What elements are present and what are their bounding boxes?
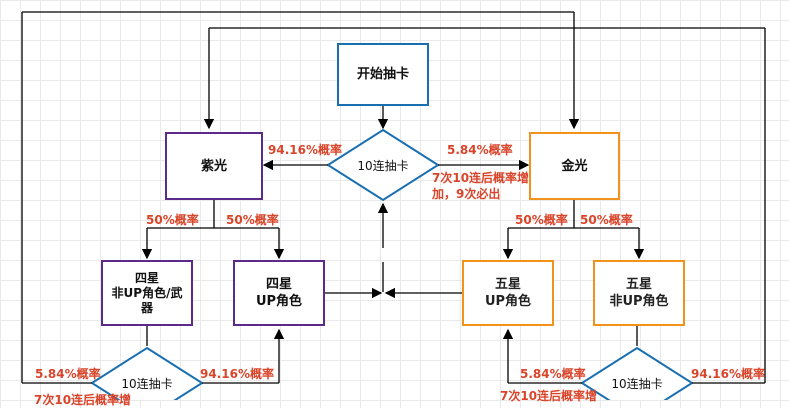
- four-star-up-label: 四星 UP角色: [255, 277, 303, 309]
- purple-light-label: 紫光: [200, 158, 227, 174]
- right-split-label-a: 50%概率: [515, 213, 568, 227]
- gold-light-node: 金光: [529, 132, 620, 200]
- purple-light-node: 紫光: [165, 132, 263, 200]
- bottom-left-note: 7次10连后概率增: [34, 393, 132, 407]
- purple-probability-label: 94.16%概率: [268, 143, 342, 157]
- diamond-bottom-left-label: 10连抽卡: [121, 377, 173, 391]
- four-star-off-label: 四星 非UP角色/武 器: [111, 270, 183, 315]
- gold-probability-label: 5.84%概率: [447, 143, 513, 157]
- diamond-bottom-right-label: 10连抽卡: [611, 377, 663, 391]
- start-node: 开始抽卡: [337, 43, 429, 106]
- diamond-bottom-left: [90, 346, 204, 400]
- five-star-off-node: 五星 非UP角色: [593, 260, 685, 326]
- five-star-up-label: 五星 UP角色: [484, 277, 532, 309]
- left-split-label-b: 50%概率: [226, 213, 279, 227]
- diamond-top-label: 10连抽卡: [357, 159, 409, 173]
- diamond-top: [326, 128, 440, 202]
- diamond-bottom-right: [580, 346, 694, 400]
- left-split-label-a: 50%概率: [146, 213, 199, 227]
- bottom-left-gold-label: 5.84%概率: [35, 367, 101, 381]
- gold-light-label: 金光: [561, 158, 588, 174]
- five-star-up-node: 五星 UP角色: [462, 260, 554, 326]
- bottom-right-note: 7次10连后概率增: [500, 389, 598, 403]
- start-node-label: 开始抽卡: [356, 67, 409, 82]
- four-star-off-node: 四星 非UP角色/武 器: [101, 260, 193, 326]
- five-star-off-label: 五星 非UP角色: [609, 277, 669, 309]
- gold-pity-note: 7次10连后概率增 加，9次必出: [432, 171, 530, 201]
- bottom-right-purple-label: 94.16%概率: [691, 367, 765, 381]
- right-split-label-b: 50%概率: [580, 213, 633, 227]
- bottom-right-gold-label: 5.84%概率: [520, 367, 586, 381]
- bottom-left-purple-label: 94.16%概率: [200, 367, 274, 381]
- four-star-up-node: 四星 UP角色: [233, 260, 325, 326]
